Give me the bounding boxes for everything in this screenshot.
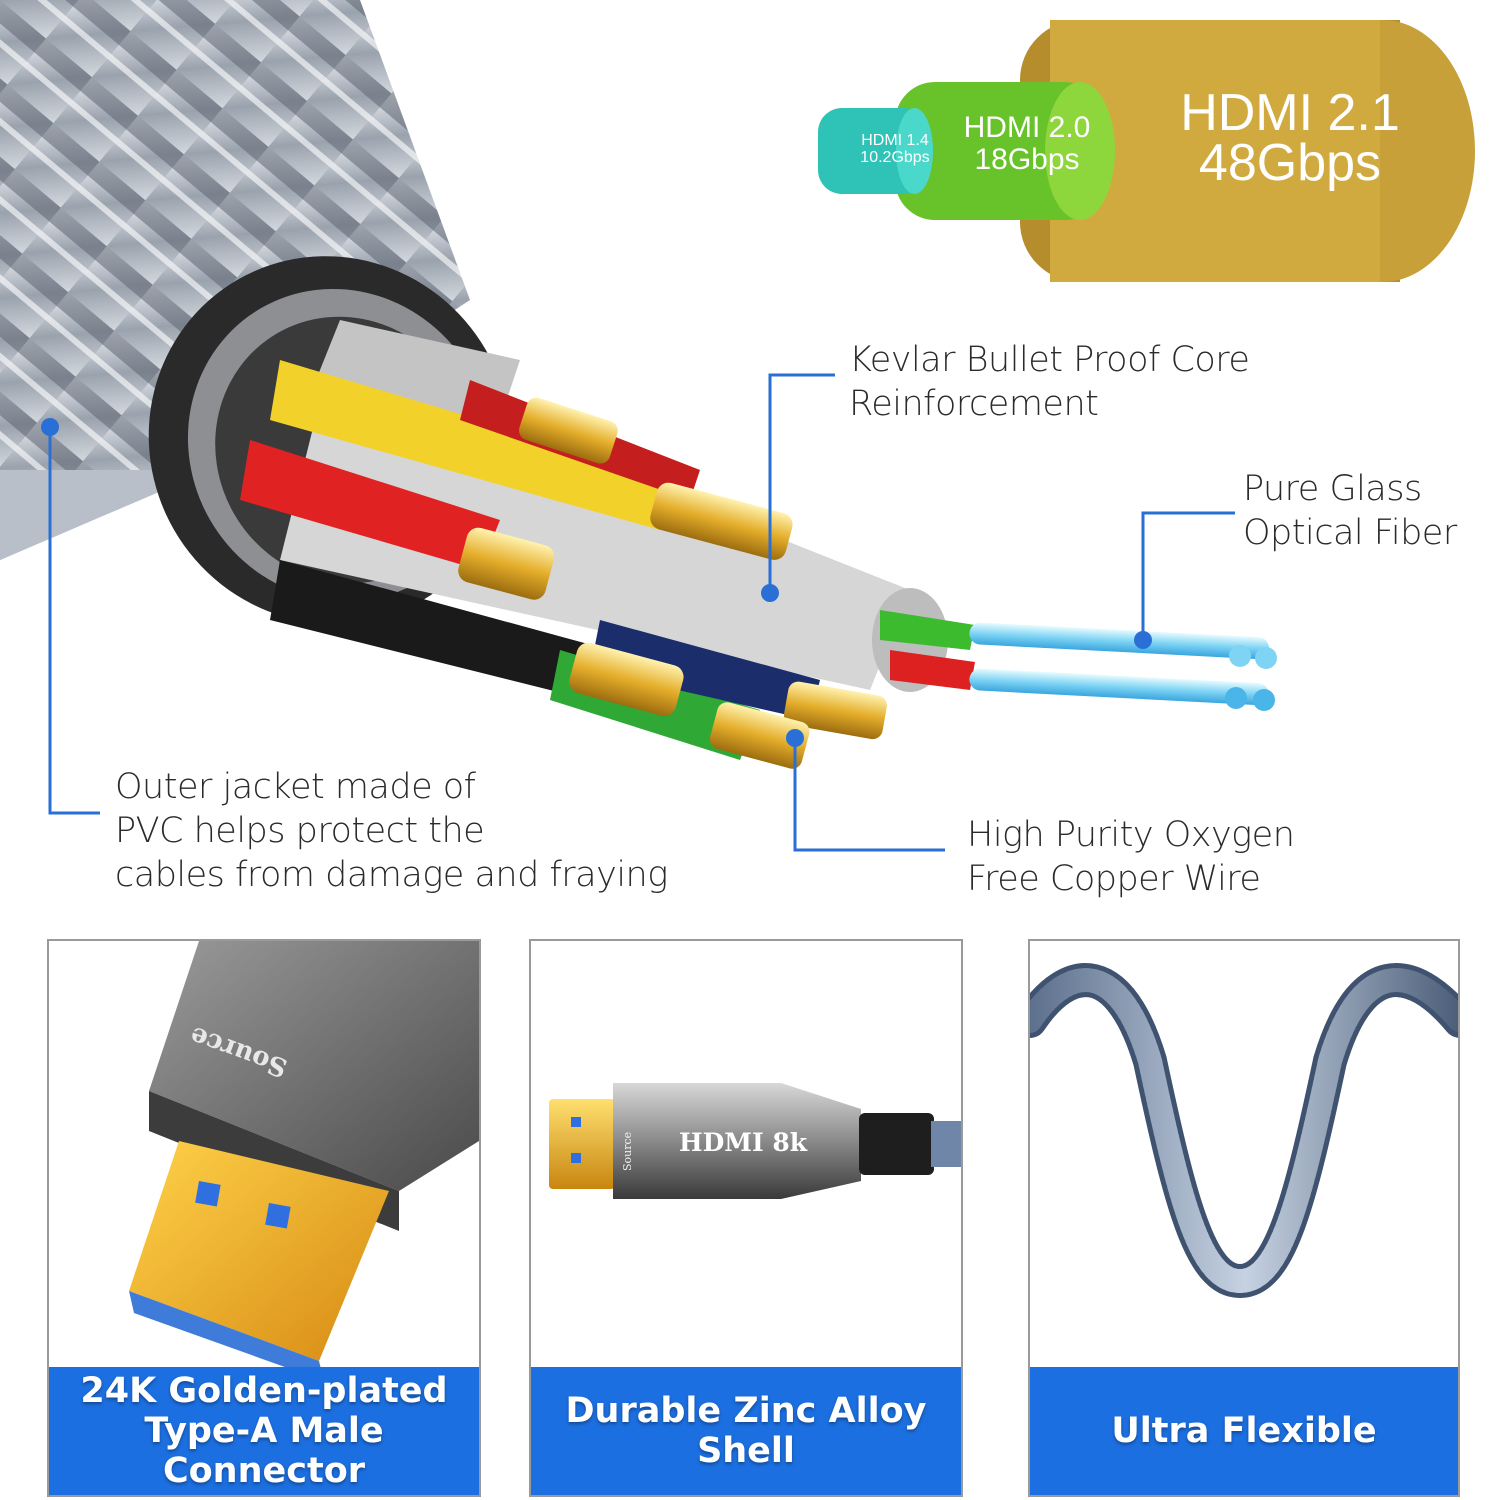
callout-jacket-line3: cables from damage and fraying — [115, 855, 668, 895]
callout-jacket-line2: PVC helps protect the — [115, 811, 485, 851]
panel-ultra-flexible: Ultra Flexible — [1028, 939, 1460, 1497]
callout-jacket-line1: Outer jacket made of — [115, 767, 476, 807]
panel-gold-connector: Source 24K Golden-plated Type-A Male Con… — [47, 939, 481, 1497]
callout-jacket: Outer jacket made of PVC helps protect t… — [115, 765, 668, 897]
panel2-label-line2: Shell — [697, 1431, 795, 1471]
optical-fibers — [969, 622, 1270, 706]
braided-sleeve — [0, 0, 470, 560]
panel-ultra-flexible-label: Ultra Flexible — [1030, 1367, 1458, 1495]
panel1-label-line1: 24K Golden-plated — [80, 1371, 448, 1411]
cable-illustration — [0, 0, 1277, 852]
panel-zinc-shell: HDMI 8k Source Durable Zinc Alloy Shell — [529, 939, 963, 1497]
panel-gold-connector-label: 24K Golden-plated Type-A Male Connector — [49, 1367, 479, 1495]
panel2-label-line1: Durable Zinc Alloy — [565, 1391, 927, 1431]
spec-hdmi20-speed: 18Gbps — [974, 143, 1080, 176]
panel3-label-line1: Ultra Flexible — [1111, 1411, 1377, 1451]
spec-hdmi21-speed: 48Gbps — [1198, 134, 1382, 192]
callout-copper: High Purity Oxygen Free Copper Wire — [967, 813, 1295, 901]
shell-hdmi8k-text: HDMI 8k — [679, 1128, 808, 1157]
spec-hdmi21-name: HDMI 2.1 — [1180, 84, 1400, 142]
callout-kevlar-line2: Reinforcement — [849, 384, 1099, 424]
callout-copper-line2: Free Copper Wire — [967, 859, 1261, 899]
callout-fiber-line2: Optical Fiber — [1243, 513, 1457, 553]
callout-kevlar: Kevlar Bullet Proof Core Reinforcement — [849, 338, 1250, 426]
flexible-cable-image — [1030, 963, 1458, 1299]
gold-connector-image: Source — [129, 941, 479, 1369]
callout-lines — [48, 373, 1235, 852]
spec-hdmi14-speed: 10.2Gbps — [860, 149, 930, 166]
panel-zinc-shell-label: Durable Zinc Alloy Shell — [531, 1367, 961, 1495]
callout-fiber: Pure Glass Optical Fiber — [1243, 467, 1457, 555]
panel1-label-line2: Type-A Male — [144, 1411, 384, 1451]
callout-copper-line1: High Purity Oxygen — [967, 815, 1295, 855]
spec-hdmi20-name: HDMI 2.0 — [963, 111, 1091, 144]
callout-kevlar-line1: Kevlar Bullet Proof Core — [849, 340, 1250, 380]
callout-fiber-line1: Pure Glass — [1243, 469, 1422, 509]
yellow-wire — [270, 360, 680, 530]
panel1-label-line3: Connector — [162, 1451, 366, 1491]
spec-cylinder-hdmi14: HDMI 1.4 10.2Gbps — [818, 108, 933, 194]
zinc-shell-image: HDMI 8k Source — [549, 1083, 961, 1199]
red-wire — [240, 440, 500, 570]
black-wire — [270, 560, 610, 700]
spec-hdmi14-name: HDMI 1.4 — [861, 132, 929, 149]
shell-source-text: Source — [621, 1132, 634, 1171]
